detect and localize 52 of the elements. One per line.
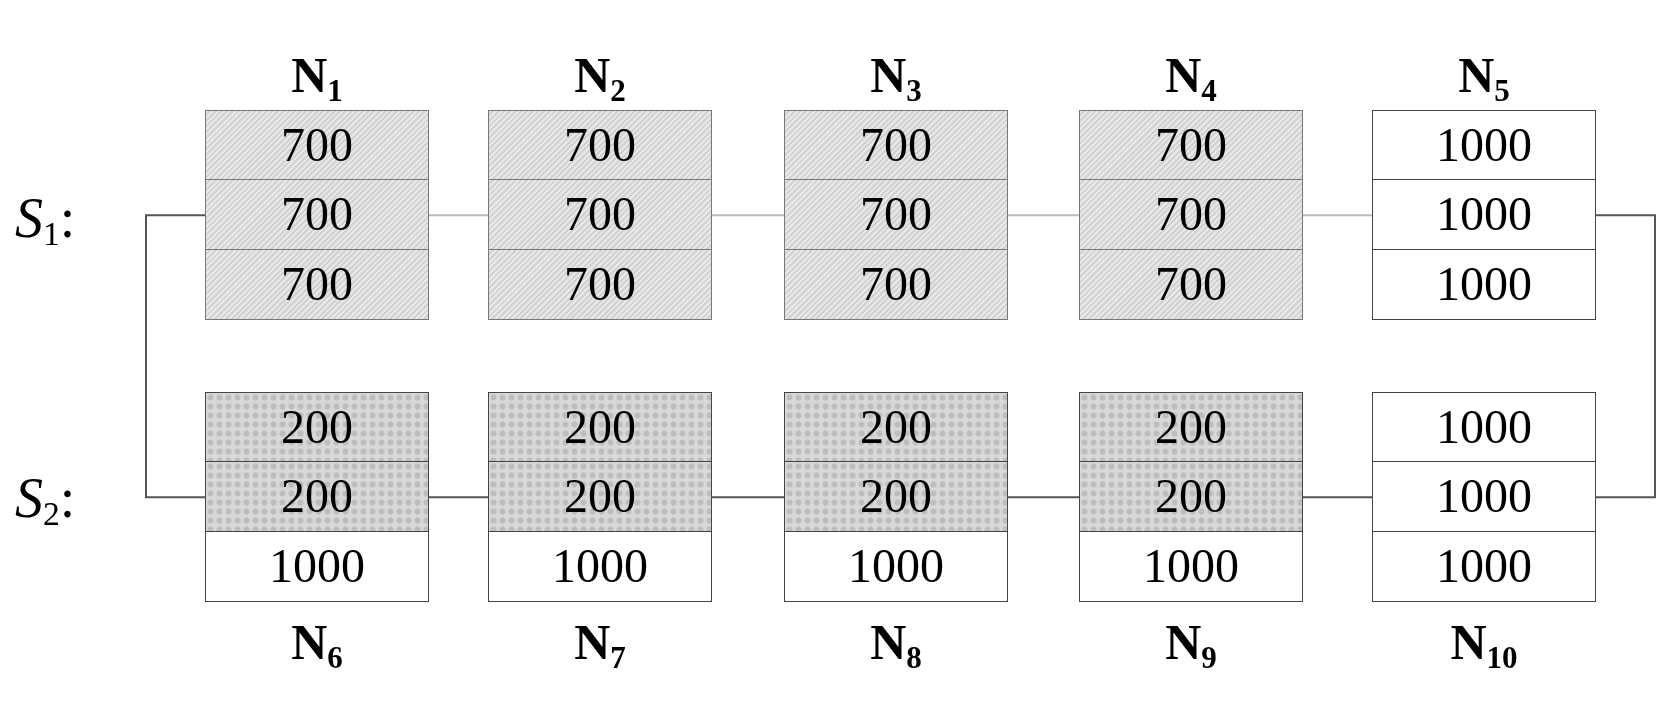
dotted-value-cell: 200 [784, 391, 1008, 463]
connector-line [1302, 214, 1373, 217]
node-heading: N$_{7}$ [574, 612, 626, 672]
hatched-value-cell: 700 [1079, 248, 1303, 320]
connector-line [1595, 214, 1656, 499]
dotted-value-cell: 200 [488, 461, 712, 532]
value-cell: 1000 [1372, 248, 1596, 320]
hatched-value-cell: 700 [205, 109, 429, 181]
node-heading: N$_{2}$ [574, 46, 626, 105]
value-cell: 1000 [784, 530, 1008, 602]
node-heading: N$_{3}$ [870, 46, 922, 105]
hatched-value-cell: 700 [488, 179, 712, 250]
hatched-value-cell: 700 [784, 109, 1008, 181]
series-label: S$_{1}$: [15, 188, 76, 248]
dotted-value-cell: 200 [1079, 391, 1303, 463]
value-cell: 1000 [1372, 461, 1596, 532]
hatched-value-cell: 700 [205, 179, 429, 250]
node-heading: N$_{10}$ [1450, 612, 1518, 672]
hatched-value-cell: 700 [784, 248, 1008, 320]
dotted-value-cell: 200 [205, 391, 429, 463]
connector-line [711, 496, 785, 499]
connector-line [1007, 496, 1080, 499]
value-cell: 1000 [205, 530, 429, 602]
hatched-value-cell: 700 [488, 248, 712, 320]
dotted-value-cell: 200 [1079, 461, 1303, 532]
value-cell: 1000 [1079, 530, 1303, 602]
connector-line [1302, 496, 1373, 499]
node-heading: N$_{6}$ [291, 612, 343, 672]
value-cell: 1000 [488, 530, 712, 602]
hatched-value-cell: 700 [488, 109, 712, 181]
node-heading: N$_{8}$ [870, 612, 922, 672]
connector-line [428, 496, 489, 499]
value-cell: 1000 [1372, 391, 1596, 463]
hatched-value-cell: 700 [1079, 109, 1303, 181]
connector-line [711, 214, 785, 217]
node-heading: N$_{4}$ [1165, 46, 1217, 105]
value-cell: 1000 [1372, 530, 1596, 602]
node-heading: N$_{1}$ [291, 46, 343, 105]
value-cell: 1000 [1372, 179, 1596, 250]
node-heading: N$_{5}$ [1458, 46, 1510, 105]
connector-line [145, 214, 206, 499]
connector-line [1007, 214, 1080, 217]
hatched-value-cell: 700 [1079, 179, 1303, 250]
dotted-value-cell: 200 [784, 461, 1008, 532]
connector-line [428, 214, 489, 217]
hatched-value-cell: 700 [784, 179, 1008, 250]
value-cell: 1000 [1372, 109, 1596, 181]
dotted-value-cell: 200 [205, 461, 429, 532]
dotted-value-cell: 200 [488, 391, 712, 463]
hatched-value-cell: 700 [205, 248, 429, 320]
node-heading: N$_{9}$ [1165, 612, 1217, 672]
series-label: S$_{2}$: [15, 468, 76, 528]
